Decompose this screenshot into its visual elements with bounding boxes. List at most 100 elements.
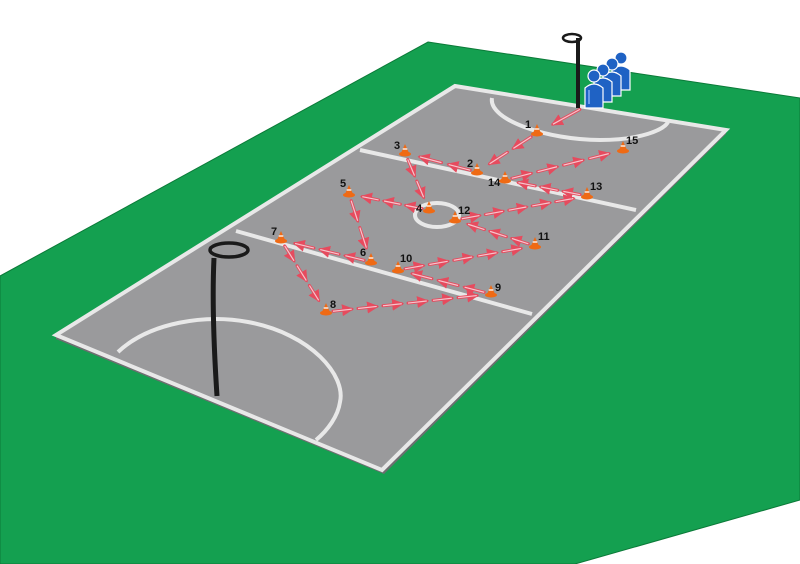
goal-post-far <box>561 32 583 108</box>
cone-11: 11 <box>529 231 550 250</box>
route-arrow-fill <box>467 223 485 231</box>
cone-icon <box>485 285 497 298</box>
route-arrow-fill <box>464 286 485 293</box>
route-arrow-fill <box>345 255 365 261</box>
route-arrow-fill <box>552 108 581 125</box>
cone-5: 5 <box>340 178 355 198</box>
route-arrow-fill <box>320 248 340 255</box>
route-arrow-fill <box>405 204 423 210</box>
cone-icon <box>343 185 355 198</box>
route-arrow-fill <box>518 182 536 187</box>
route-arrow-fill <box>457 294 477 299</box>
goal-post-icon <box>208 241 250 259</box>
cone-label: 12 <box>458 205 470 217</box>
route-arrow-fill <box>589 153 609 160</box>
cone-label: 6 <box>360 247 366 259</box>
route-arrow-fill <box>407 159 416 176</box>
player-queue <box>584 51 631 109</box>
cone-4: 4 <box>416 201 435 215</box>
cone-icon <box>531 124 543 137</box>
route-arrow-fill <box>383 200 401 205</box>
route-arrow-fill <box>508 206 527 211</box>
cone-1: 1 <box>525 119 543 137</box>
route-arrow-fill <box>461 214 480 220</box>
route-arrow-fill <box>357 305 377 310</box>
cone-icon <box>320 303 332 316</box>
cone-icon <box>365 253 377 266</box>
cone-icon <box>529 237 541 250</box>
cone-label: 10 <box>400 253 412 265</box>
cone-8: 8 <box>320 299 336 316</box>
route-arrow-fill <box>308 285 320 301</box>
goal-post-near <box>208 241 250 397</box>
route-arrow-fill <box>563 190 581 196</box>
cone-12: 12 <box>449 205 470 224</box>
transverse-line-far <box>359 148 637 212</box>
cone-label: 15 <box>626 135 638 147</box>
route-arrows <box>283 107 612 317</box>
cone-label: 14 <box>488 177 501 189</box>
netball-court <box>51 83 731 473</box>
route-arrow-fill <box>382 303 402 307</box>
cone-icon <box>617 141 629 154</box>
route-arrow-fill <box>478 252 497 257</box>
route-arrow-fill <box>448 163 471 171</box>
cone-13: 13 <box>581 181 602 200</box>
route-arrow-fill <box>359 227 367 248</box>
cone-6: 6 <box>360 247 377 266</box>
cone-label: 4 <box>416 203 423 215</box>
route-arrow-fill <box>350 200 359 221</box>
route-arrow-fill <box>485 210 504 216</box>
cone-icon <box>471 163 483 176</box>
cone-label: 8 <box>330 299 336 311</box>
goal-post-icon <box>561 32 583 44</box>
cone-label: 11 <box>538 231 550 243</box>
route-arrow-fill <box>453 256 473 261</box>
route-arrow-fill <box>502 247 522 253</box>
cone-label: 5 <box>340 178 346 190</box>
cone-label: 2 <box>467 158 473 170</box>
route-arrow-fill <box>513 136 532 149</box>
route-arrow-fill <box>537 166 558 173</box>
goal-circle-near <box>116 317 343 442</box>
cone-2: 2 <box>467 158 483 176</box>
route-arrow-fill <box>284 245 295 262</box>
route-arrow-fill <box>429 260 448 266</box>
cone-icon <box>392 261 404 274</box>
route-arrow-fill <box>362 196 379 201</box>
cone-3: 3 <box>394 140 411 157</box>
route-arrow-fill <box>332 308 352 312</box>
cone-label: 13 <box>590 181 602 193</box>
route-arrow-fill <box>416 180 425 198</box>
cone-14: 14 <box>488 171 511 189</box>
centre-circle <box>413 201 461 229</box>
cone-10: 10 <box>392 253 412 274</box>
player-icon <box>584 69 604 109</box>
cone-icon <box>399 144 411 157</box>
cone-label: 9 <box>495 282 501 294</box>
route-arrow-fill <box>412 273 433 280</box>
route-arrow-fill <box>532 202 550 207</box>
cone-label: 7 <box>271 226 277 238</box>
route-arrow-fill <box>419 156 442 164</box>
cone-label: 1 <box>525 119 531 131</box>
cone-15: 15 <box>617 135 638 154</box>
route-arrow-fill <box>563 159 584 166</box>
route-arrow-fill <box>438 279 459 287</box>
route-arrow-fill <box>432 297 452 301</box>
cone-icon <box>581 187 593 200</box>
route-arrow-fill <box>296 265 307 281</box>
goal-circle-far <box>489 97 670 143</box>
route-arrow-fill <box>489 230 507 238</box>
cone-9: 9 <box>485 282 501 298</box>
route-arrow-fill <box>294 242 315 249</box>
route-arrow-fill <box>407 300 427 304</box>
cone-icon <box>275 231 287 244</box>
cone-7: 7 <box>271 226 287 244</box>
cone-icon <box>449 211 461 224</box>
cone-icon <box>499 171 511 184</box>
route-arrow-fill <box>511 172 532 179</box>
route-arrow-fill <box>511 237 529 245</box>
